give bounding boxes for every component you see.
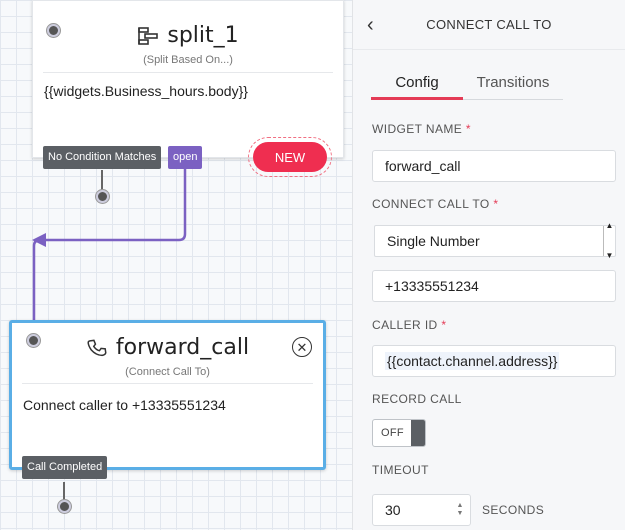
split-widget-body: {{widgets.Business_hours.body}}	[44, 83, 248, 99]
split-widget[interactable]: split_1 (Split Based On...) {{widgets.Bu…	[32, 0, 344, 158]
split-widget-header: split_1	[33, 23, 343, 48]
panel-tabs: Config Transitions	[371, 74, 563, 100]
connect-call-to-label: CONNECT CALL TO *	[372, 197, 499, 211]
record-call-toggle[interactable]: OFF	[372, 419, 426, 447]
forward-call-body: Connect caller to +13335551234	[23, 397, 226, 413]
timeout-unit: SECONDS	[482, 503, 545, 517]
toggle-knob	[411, 420, 425, 446]
transition-open[interactable]: open	[168, 146, 203, 169]
phone-number-input[interactable]: +13335551234	[372, 270, 616, 302]
connect-call-to-select[interactable]: Single Number ▲▼	[374, 221, 616, 260]
dropdown-arrow-icon[interactable]: ▲▼	[603, 221, 615, 260]
flow-canvas[interactable]: split_1 (Split Based On...) {{widgets.Bu…	[0, 0, 352, 530]
new-widget-dropzone[interactable]: NEW	[248, 137, 332, 177]
forward-call-divider	[22, 383, 313, 384]
connector-arrowhead	[32, 233, 46, 247]
panel-header: ‹ CONNECT CALL TO	[353, 0, 625, 50]
transition-no-condition-matches[interactable]: No Condition Matches	[43, 146, 162, 169]
widget-name-label: WIDGET NAME *	[372, 122, 471, 136]
split-icon	[138, 26, 159, 45]
phone-icon	[87, 339, 107, 356]
new-widget-button[interactable]: NEW	[253, 142, 327, 172]
timeout-label: TIMEOUT	[372, 463, 429, 477]
stepper-icon[interactable]: ▲▼	[456, 502, 464, 517]
split-widget-title: split_1	[167, 23, 239, 48]
close-circle-icon[interactable]: ✕	[292, 337, 312, 357]
transition-call-completed[interactable]: Call Completed	[22, 456, 108, 479]
caller-id-value: {{contact.channel.address}}	[385, 352, 560, 370]
no-condition-output-port[interactable]	[96, 190, 109, 203]
timeout-value: 30	[385, 502, 401, 518]
widget-config-panel: ‹ CONNECT CALL TO Config Transitions WID…	[352, 0, 625, 530]
tab-transitions[interactable]: Transitions	[463, 74, 563, 100]
call-completed-output-port[interactable]	[58, 500, 71, 513]
forward-call-subtitle: (Connect Call To)	[125, 366, 210, 378]
split-widget-subtitle: (Split Based On...)	[143, 54, 233, 66]
forward-call-header: forward_call	[12, 335, 323, 360]
record-call-label: RECORD CALL	[372, 392, 462, 406]
tab-config[interactable]: Config	[371, 74, 463, 100]
forward-call-widget[interactable]: forward_call ✕ (Connect Call To) Connect…	[9, 320, 326, 470]
open-transition-connector[interactable]	[32, 168, 187, 322]
split-widget-input-port[interactable]	[47, 24, 60, 37]
caller-id-input[interactable]: {{contact.channel.address}}	[372, 345, 616, 377]
chevron-left-icon[interactable]: ‹	[367, 14, 374, 36]
timeout-input[interactable]: 30 ▲▼	[372, 494, 471, 526]
widget-name-input[interactable]: forward_call	[372, 150, 616, 182]
panel-title: CONNECT CALL TO	[426, 17, 552, 32]
record-call-state: OFF	[381, 427, 404, 439]
connect-call-to-selected: Single Number	[387, 233, 480, 249]
forward-call-title: forward_call	[115, 335, 250, 360]
caller-id-label: CALLER ID *	[372, 318, 447, 332]
split-widget-divider	[43, 72, 333, 73]
forward-call-input-port[interactable]	[27, 334, 40, 347]
